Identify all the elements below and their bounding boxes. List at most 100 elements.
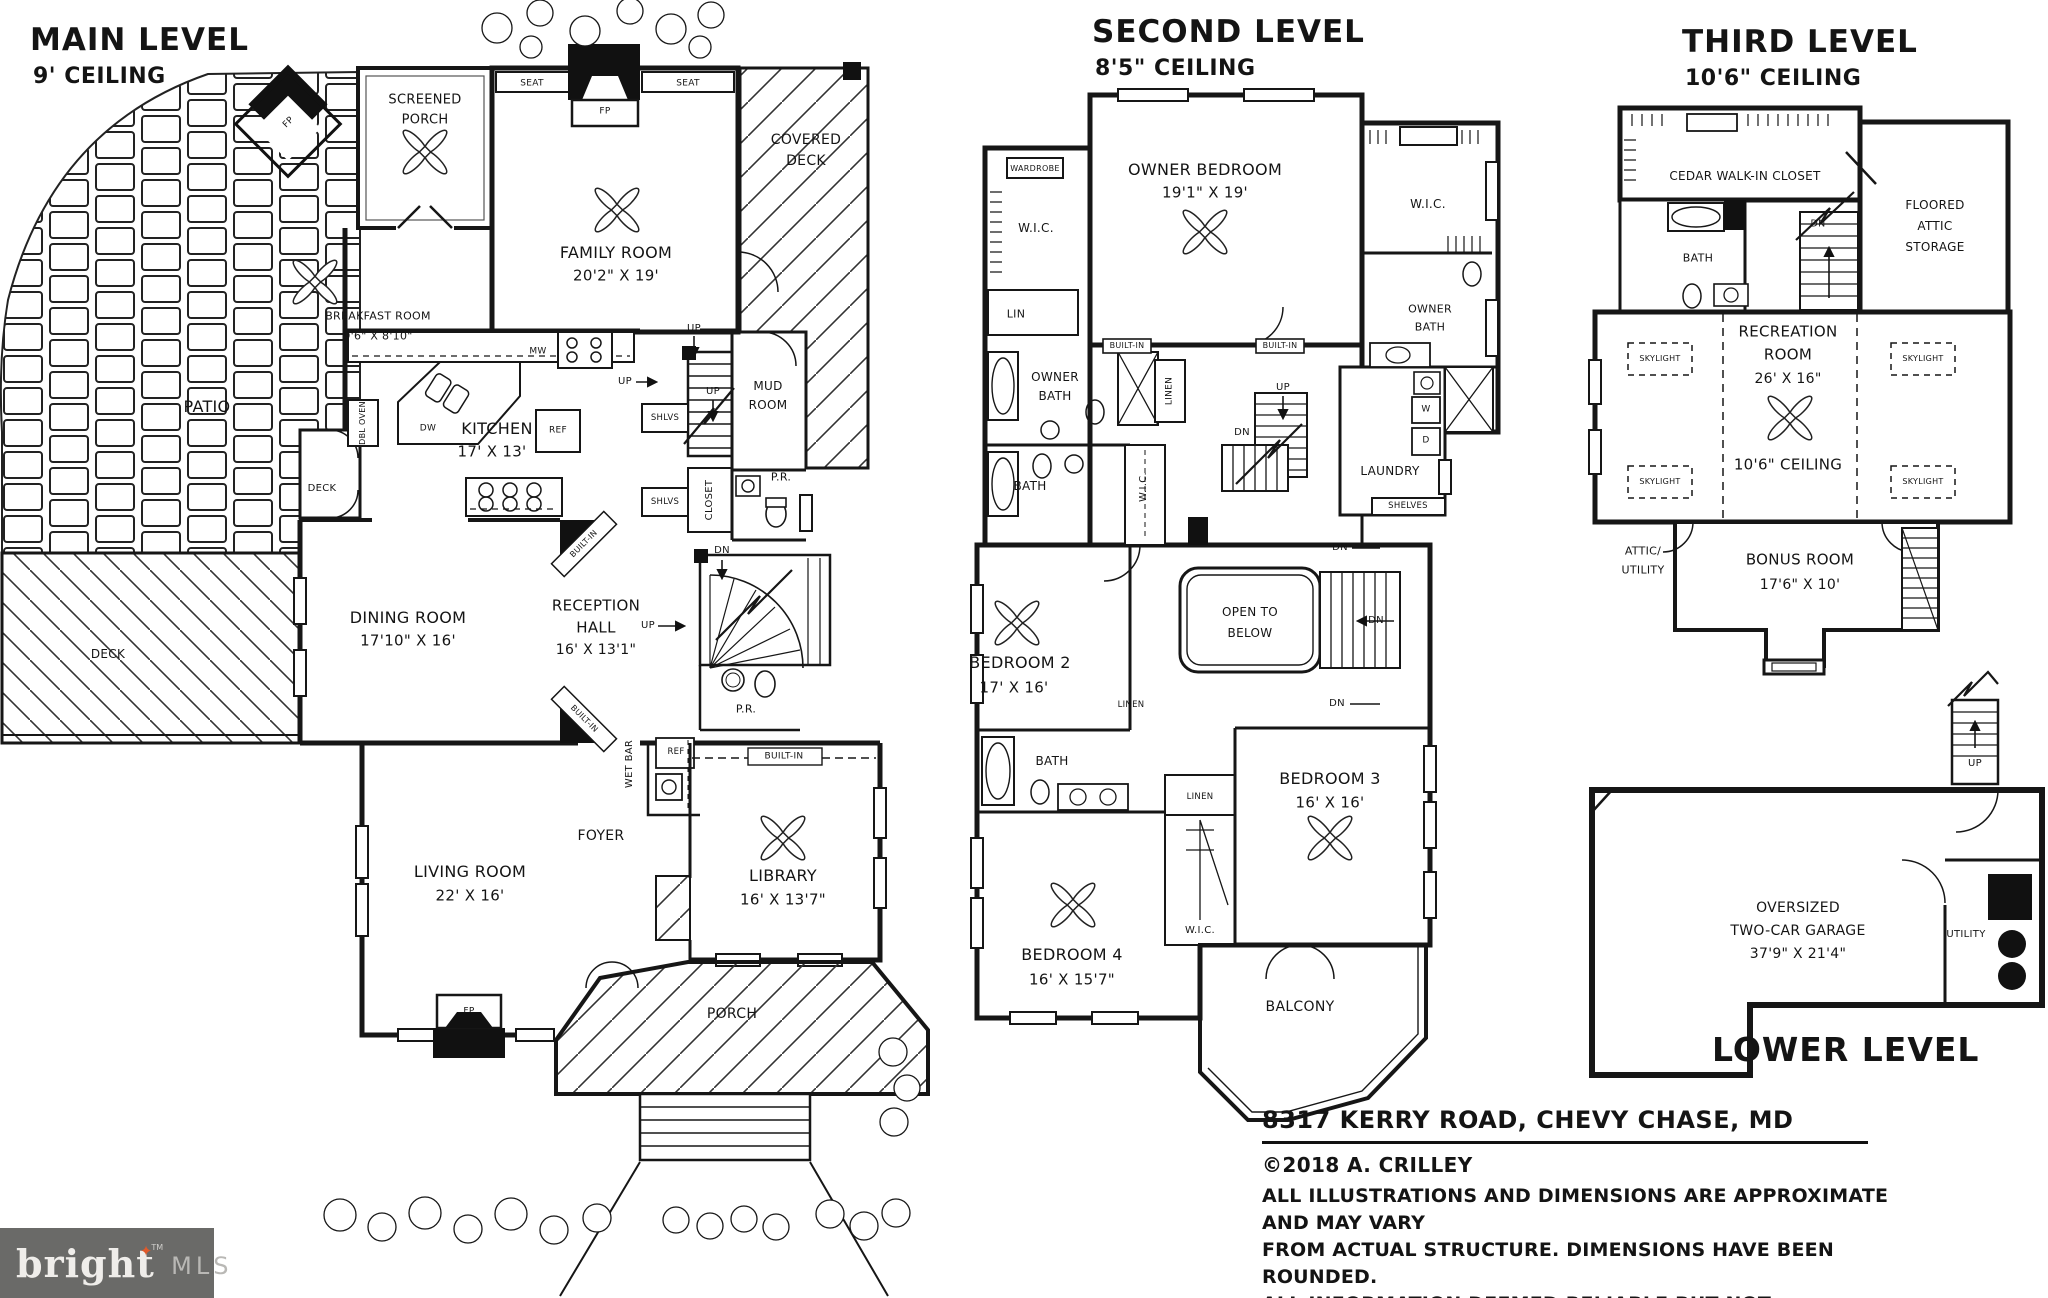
linen-label: LINEN	[1186, 791, 1214, 802]
foyer-label: FOYER	[577, 828, 625, 844]
third-level-title: THIRD LEVEL	[1682, 24, 1918, 60]
garage-dim: 37'9" X 21'4"	[1749, 946, 1847, 962]
third-level-plan	[1588, 105, 2013, 676]
owner-bath-label: BATH	[1414, 320, 1446, 334]
powder-room-label: P.R.	[770, 470, 792, 484]
third-level-ceiling: 10'6" CEILING	[1685, 66, 1862, 91]
owner-bath-label: OWNER	[1031, 370, 1079, 384]
up-label: UP	[618, 376, 632, 387]
built-in-label: BUILT-IN	[764, 751, 804, 762]
covered-deck-label: COVERED	[770, 132, 842, 148]
skylight-label: SKYLIGHT	[1639, 354, 1681, 363]
reception-hall-label: RECEPTION	[551, 596, 641, 615]
disclaimer-line: FROM ACTUAL STRUCTURE. DIMENSIONS HAVE B…	[1262, 1238, 1834, 1288]
open-to-below-label: BELOW	[1227, 626, 1273, 640]
family-fireplace-label: FP	[599, 106, 611, 117]
deck-label: DECK	[90, 647, 126, 661]
garage-label: TWO-CAR GARAGE	[1730, 923, 1866, 939]
dishwasher-label: DW	[419, 423, 437, 434]
kitchen-dim: 17' X 13'	[457, 442, 527, 461]
closet-label: CLOSET	[704, 479, 715, 521]
seat-label: SEAT	[676, 78, 700, 89]
lower-level-plan	[1589, 670, 2045, 1078]
family-room-label: FAMILY ROOM	[559, 243, 673, 262]
second-level-title: SECOND LEVEL	[1092, 14, 1365, 50]
up-label: UP	[687, 323, 701, 334]
main-level-ceiling: 9' CEILING	[33, 64, 166, 89]
wic-label: W.I.C.	[1410, 197, 1446, 211]
up-label: UP	[706, 386, 720, 397]
patio-label: PATIO	[183, 397, 231, 416]
owner-bath-label: BATH	[1038, 389, 1072, 403]
second-level-ceiling: 8'5" CEILING	[1095, 56, 1256, 81]
wic-label: W.I.C.	[1184, 925, 1216, 936]
main-level-plan	[0, 0, 930, 1297]
washer-label: W	[1421, 404, 1431, 415]
linen-label: LIN	[1006, 307, 1026, 321]
bedroom3-dim: 16' X 16'	[1295, 793, 1365, 812]
breakfast-room-dim: 9'6" X 8'10"	[343, 329, 413, 343]
up-label: UP	[641, 620, 655, 631]
breakfast-room-label: BREAKFAST ROOM	[325, 309, 431, 323]
logo-brand-text: bright	[16, 1240, 155, 1286]
lower-level-title: LOWER LEVEL	[1712, 1030, 1980, 1069]
laundry-label: LAUNDRY	[1360, 464, 1420, 478]
bedroom2-label: BEDROOM 2	[969, 653, 1071, 672]
logo-tm-text: TM	[151, 1242, 164, 1252]
living-room-dim: 22' X 16'	[435, 886, 505, 905]
linen-label: LINEN	[1164, 376, 1175, 406]
living-room-label: LIVING ROOM	[413, 862, 527, 881]
dn-label: DN	[1332, 542, 1348, 553]
reception-hall-dim: 16' X 13'1"	[555, 642, 637, 658]
disclaimer-line: ALL INFORMATION DEEMED RELIABLE BUT NOT …	[1262, 1291, 1902, 1298]
kitchen-label: KITCHEN	[461, 419, 533, 438]
dn-label: DN	[1329, 698, 1345, 709]
plan-footer: 8317 KERRY ROAD, CHEVY CHASE, MD ©2018 A…	[1262, 1106, 1902, 1298]
logo-suffix-text: MLS	[171, 1252, 233, 1280]
disclaimer-line: ALL ILLUSTRATIONS AND DIMENSIONS ARE APP…	[1262, 1185, 1889, 1234]
microwave-label: MW	[529, 346, 547, 357]
bedroom4-dim: 16' X 15'7"	[1029, 970, 1115, 989]
reception-hall-label: HALL	[576, 618, 616, 637]
dining-room-dim: 17'10" X 16'	[360, 631, 456, 650]
refrigerator-label: REF	[667, 746, 685, 757]
bath-label: BATH	[1682, 251, 1714, 265]
dn-label: DN	[1810, 218, 1826, 230]
disclaimer-text: ALL ILLUSTRATIONS AND DIMENSIONS ARE APP…	[1262, 1183, 1902, 1298]
shelves-label: SHLVS	[650, 412, 680, 423]
dining-room-label: DINING ROOM	[349, 608, 467, 627]
family-room-dim: 20'2" X 19'	[573, 266, 659, 285]
property-address: 8317 KERRY ROAD, CHEVY CHASE, MD	[1262, 1106, 1868, 1144]
attic-storage-label: STORAGE	[1905, 240, 1965, 254]
deck-label: DECK	[307, 483, 337, 494]
refrigerator-label: REF	[548, 425, 568, 436]
owner-bedroom-label: OWNER BEDROOM	[1127, 160, 1283, 179]
dryer-label: D	[1422, 435, 1430, 446]
dn-label: DN	[714, 545, 730, 556]
bath-label: BATH	[1013, 479, 1047, 493]
bonus-room-dim: 17'6" X 10'	[1759, 577, 1841, 593]
skylight-label: SKYLIGHT	[1639, 477, 1681, 486]
bath-label: BATH	[1035, 754, 1069, 768]
skylight-label: SKYLIGHT	[1902, 477, 1944, 486]
utility-label: UTILITY	[1946, 929, 1986, 940]
built-in-label: BUILT-IN	[1262, 341, 1298, 350]
covered-deck-label: DECK	[786, 153, 826, 169]
attic-utility-label: UTILITY	[1621, 563, 1665, 577]
dn-label: DN	[1368, 615, 1384, 626]
seat-label: SEAT	[520, 78, 544, 89]
built-in-label: BUILT-IN	[1109, 341, 1145, 350]
library-label: LIBRARY	[749, 866, 817, 885]
shelves-label: SHELVES	[1388, 500, 1428, 511]
attic-storage-label: ATTIC	[1917, 219, 1953, 233]
owner-bedroom-dim: 19'1" X 19'	[1162, 183, 1248, 202]
main-level-title: MAIN LEVEL	[30, 22, 249, 58]
second-level-plan	[970, 88, 1501, 1122]
bedroom4-label: BEDROOM 4	[1021, 945, 1123, 964]
balcony-label: BALCONY	[1265, 999, 1335, 1015]
wic-label: W.I.C.	[1018, 221, 1054, 235]
skylight-label: SKYLIGHT	[1902, 354, 1944, 363]
recreation-room-label: ROOM	[1763, 345, 1813, 364]
